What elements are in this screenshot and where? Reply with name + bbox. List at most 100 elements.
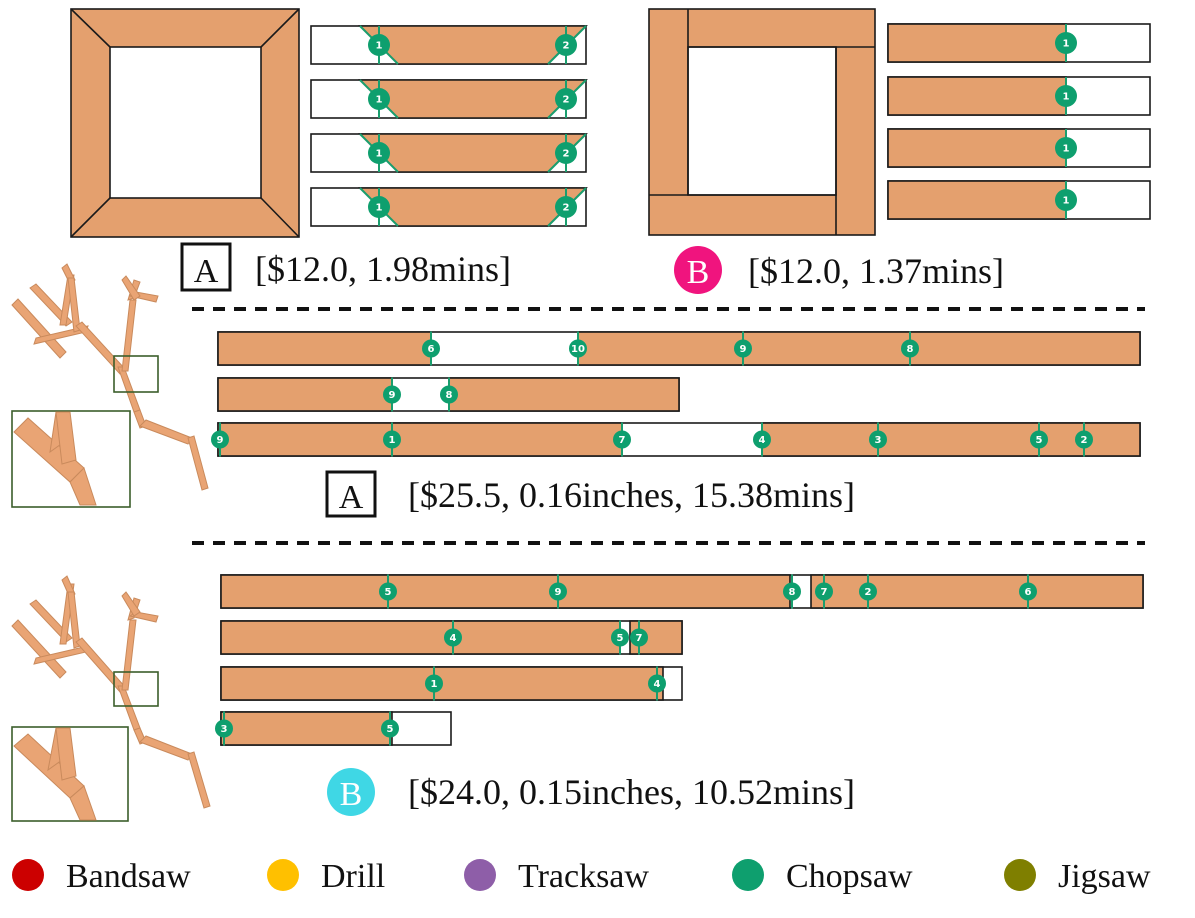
cut-marker-dot xyxy=(859,582,877,601)
cut-marker: 1 xyxy=(1055,181,1077,219)
option-a-summary: [$12.0, 1.98mins] xyxy=(255,249,511,289)
cut-marker: 1 xyxy=(368,134,390,172)
cut-marker-dot xyxy=(379,582,397,601)
cut-marker: 5 xyxy=(611,620,629,655)
stock-board: 1 xyxy=(887,23,1151,63)
cut-marker-dot xyxy=(569,339,587,358)
cut-piece xyxy=(220,620,621,655)
cut-marker-dot xyxy=(555,196,577,218)
cut-marker: 3 xyxy=(215,711,233,746)
legend-label: Bandsaw xyxy=(66,858,191,895)
cut-marker-dot xyxy=(613,430,631,449)
cut-marker-dot xyxy=(368,142,390,164)
cut-marker-dot xyxy=(425,674,443,693)
cut-marker-dot xyxy=(368,196,390,218)
legend-item-drill: Drill xyxy=(267,858,385,895)
cut-marker-label: 5 xyxy=(385,587,392,598)
cut-marker: 5 xyxy=(381,711,399,746)
cut-marker-dot xyxy=(1075,430,1093,449)
cut-marker: 2 xyxy=(859,574,877,609)
legend-item-bandsaw: Bandsaw xyxy=(12,858,191,895)
cut-marker-dot xyxy=(215,719,233,738)
cut-marker-label: 3 xyxy=(875,435,882,446)
cut-piece xyxy=(217,331,432,366)
cut-marker-label: 7 xyxy=(821,587,828,598)
cut-marker: 7 xyxy=(815,574,833,609)
cut-marker-label: 5 xyxy=(617,633,624,644)
stock-board: 1 xyxy=(887,128,1151,168)
legend-item-jigsaw: Jigsaw xyxy=(1004,858,1151,895)
bandsaw-swatch xyxy=(12,859,44,891)
cut-marker: 2 xyxy=(555,80,577,118)
cut-marker-label: 1 xyxy=(1063,144,1070,155)
cut-marker: 8 xyxy=(783,574,801,609)
cut-marker: 9 xyxy=(734,331,752,366)
cut-piece xyxy=(220,711,393,746)
cut-marker-label: 6 xyxy=(1025,587,1032,598)
cut-marker: 1 xyxy=(383,422,401,457)
drill-swatch xyxy=(267,859,299,891)
tracksaw-swatch xyxy=(464,859,496,891)
legend-label: Tracksaw xyxy=(518,858,649,895)
cut-marker-label: 4 xyxy=(654,679,661,690)
cut-marker-dot xyxy=(1019,582,1037,601)
cut-marker: 1 xyxy=(425,666,443,701)
cut-marker-label: 2 xyxy=(563,149,570,160)
cut-marker: 10 xyxy=(569,331,587,366)
cut-marker-dot xyxy=(381,719,399,738)
frame-b-cut-layout: 1 1 1 1 xyxy=(887,23,1151,220)
cut-marker-label: 1 xyxy=(376,95,383,106)
option-a-badge-2: A xyxy=(325,470,377,518)
cut-marker-label: 8 xyxy=(789,587,796,598)
cut-marker-label: 5 xyxy=(387,724,394,735)
cut-marker-dot xyxy=(440,385,458,404)
cut-piece xyxy=(448,377,680,412)
cut-piece xyxy=(217,422,623,457)
cut-marker-dot xyxy=(611,628,629,647)
cut-marker-label: 9 xyxy=(740,344,747,355)
frame-piece xyxy=(358,187,588,227)
cut-marker-dot xyxy=(383,430,401,449)
cut-marker-label: 1 xyxy=(1063,39,1070,50)
cut-marker: 1 xyxy=(1055,129,1077,167)
cut-marker-label: 2 xyxy=(865,587,872,598)
cut-marker-dot xyxy=(422,339,440,358)
cut-marker-label: 7 xyxy=(636,633,643,644)
cut-marker-label: 1 xyxy=(431,679,438,690)
cut-marker-label: 2 xyxy=(563,95,570,106)
frame-piece xyxy=(887,23,1067,63)
frame-piece xyxy=(887,76,1067,116)
cut-marker-dot xyxy=(549,582,567,601)
option-b-summary: [$12.0, 1.37mins] xyxy=(748,251,1004,291)
cut-marker-label: 9 xyxy=(217,435,224,446)
cut-marker-label: 2 xyxy=(563,203,570,214)
cut-marker-dot xyxy=(901,339,919,358)
cut-marker-label: 1 xyxy=(1063,92,1070,103)
cut-marker: 1 xyxy=(368,26,390,64)
cut-marker: 2 xyxy=(555,26,577,64)
option-a-letter-2: A xyxy=(339,479,364,516)
cut-marker-dot xyxy=(555,34,577,56)
cut-marker-dot xyxy=(368,34,390,56)
frame-piece xyxy=(887,128,1067,168)
cut-marker-dot xyxy=(753,430,771,449)
legend-item-chopsaw: Chopsaw xyxy=(732,858,913,895)
cut-marker: 6 xyxy=(1019,574,1037,609)
cut-marker-label: 1 xyxy=(1063,196,1070,207)
frame-piece xyxy=(358,25,588,65)
legend-label: Chopsaw xyxy=(786,858,913,895)
option-b-summary-2: [$24.0, 0.15inches, 10.52mins] xyxy=(408,772,855,812)
frame-piece xyxy=(887,180,1067,220)
option-a-letter: A xyxy=(194,253,219,290)
cut-marker: 1 xyxy=(1055,77,1077,115)
